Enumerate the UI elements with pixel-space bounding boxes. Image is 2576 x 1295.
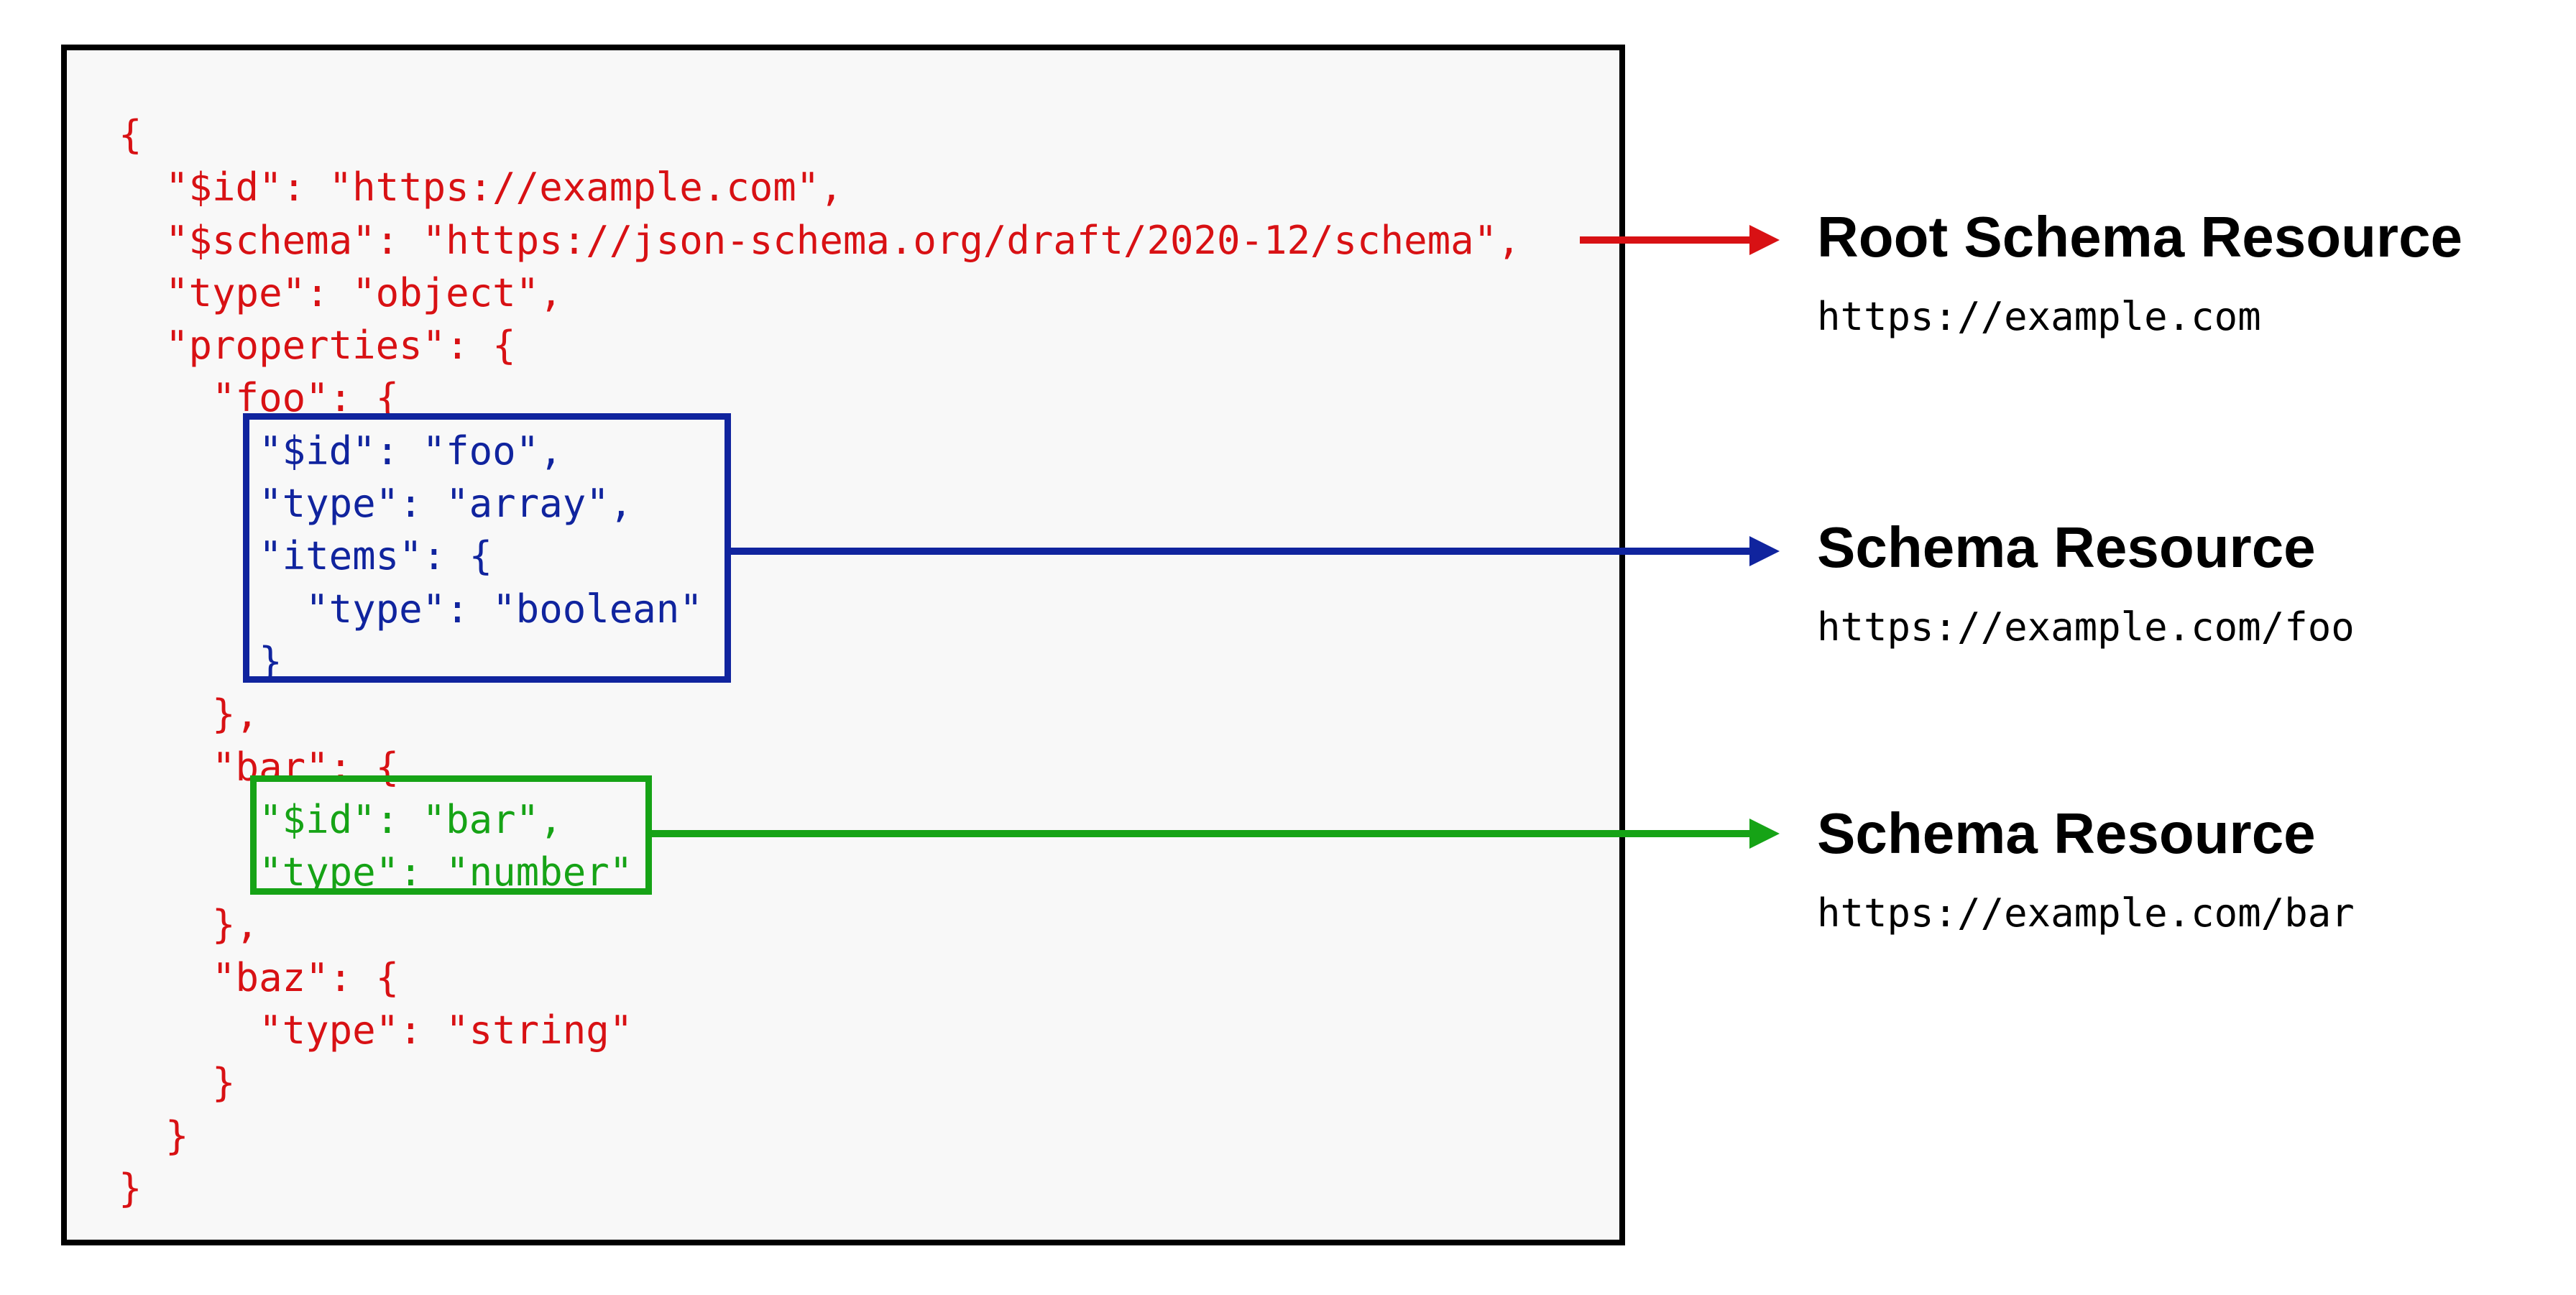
root-schema-arrow-shaft [1580, 236, 1752, 244]
code-line: } [119, 1165, 142, 1211]
code-line: }, [119, 691, 259, 737]
code-line: "type": "boolean" [119, 586, 703, 632]
annotation-title: Schema Resource [1817, 801, 2316, 865]
annotation-url: https://example.com/foo [1817, 604, 2355, 650]
code-line: "items": { [119, 533, 493, 579]
code-line: "bar": { [119, 744, 400, 790]
code-line: "$schema": "https://json-schema.org/draf… [119, 217, 1521, 263]
code-line: "properties": { [119, 323, 516, 369]
code-line: "type": "string" [119, 1008, 633, 1054]
bar-schema-arrowhead-icon [1749, 819, 1780, 849]
annotation-root-schema-resource: Root Schema Resource https://example.com [1817, 203, 2462, 343]
code-line: "$id": "bar", [119, 796, 563, 842]
annotation-title: Root Schema Resource [1817, 205, 2463, 269]
annotation-foo-schema-resource: Schema Resource https://example.com/foo [1817, 514, 2355, 653]
foo-schema-arrow-shaft [727, 548, 1752, 555]
annotation-title: Schema Resource [1817, 515, 2316, 579]
code-line: "baz": { [119, 954, 400, 1000]
foo-schema-arrowhead-icon [1749, 536, 1780, 566]
code-line: } [119, 1060, 236, 1106]
annotation-url: https://example.com/bar [1817, 890, 2355, 936]
schema-code-panel [61, 45, 1625, 1245]
code-line: "type": "number" [119, 849, 633, 895]
code-line: "type": "object", [119, 269, 563, 315]
code-line: "type": "array", [119, 481, 633, 527]
json-schema-code: { "$id": "https://example.com", "$schema… [119, 109, 1521, 1215]
code-line: "foo": { [119, 375, 400, 421]
root-schema-arrowhead-icon [1749, 225, 1780, 255]
code-line: "$id": "https://example.com", [119, 165, 843, 211]
annotation-url: https://example.com [1817, 294, 2261, 339]
foo-schema-resource-box [243, 413, 731, 683]
code-line: } [119, 1112, 189, 1158]
annotation-bar-schema-resource: Schema Resource https://example.com/bar [1817, 800, 2355, 939]
code-line: }, [119, 902, 259, 948]
bar-schema-resource-box [250, 775, 652, 895]
code-line: "$id": "foo", [119, 428, 563, 474]
code-line: { [119, 112, 142, 157]
bar-schema-arrow-shaft [648, 830, 1752, 837]
